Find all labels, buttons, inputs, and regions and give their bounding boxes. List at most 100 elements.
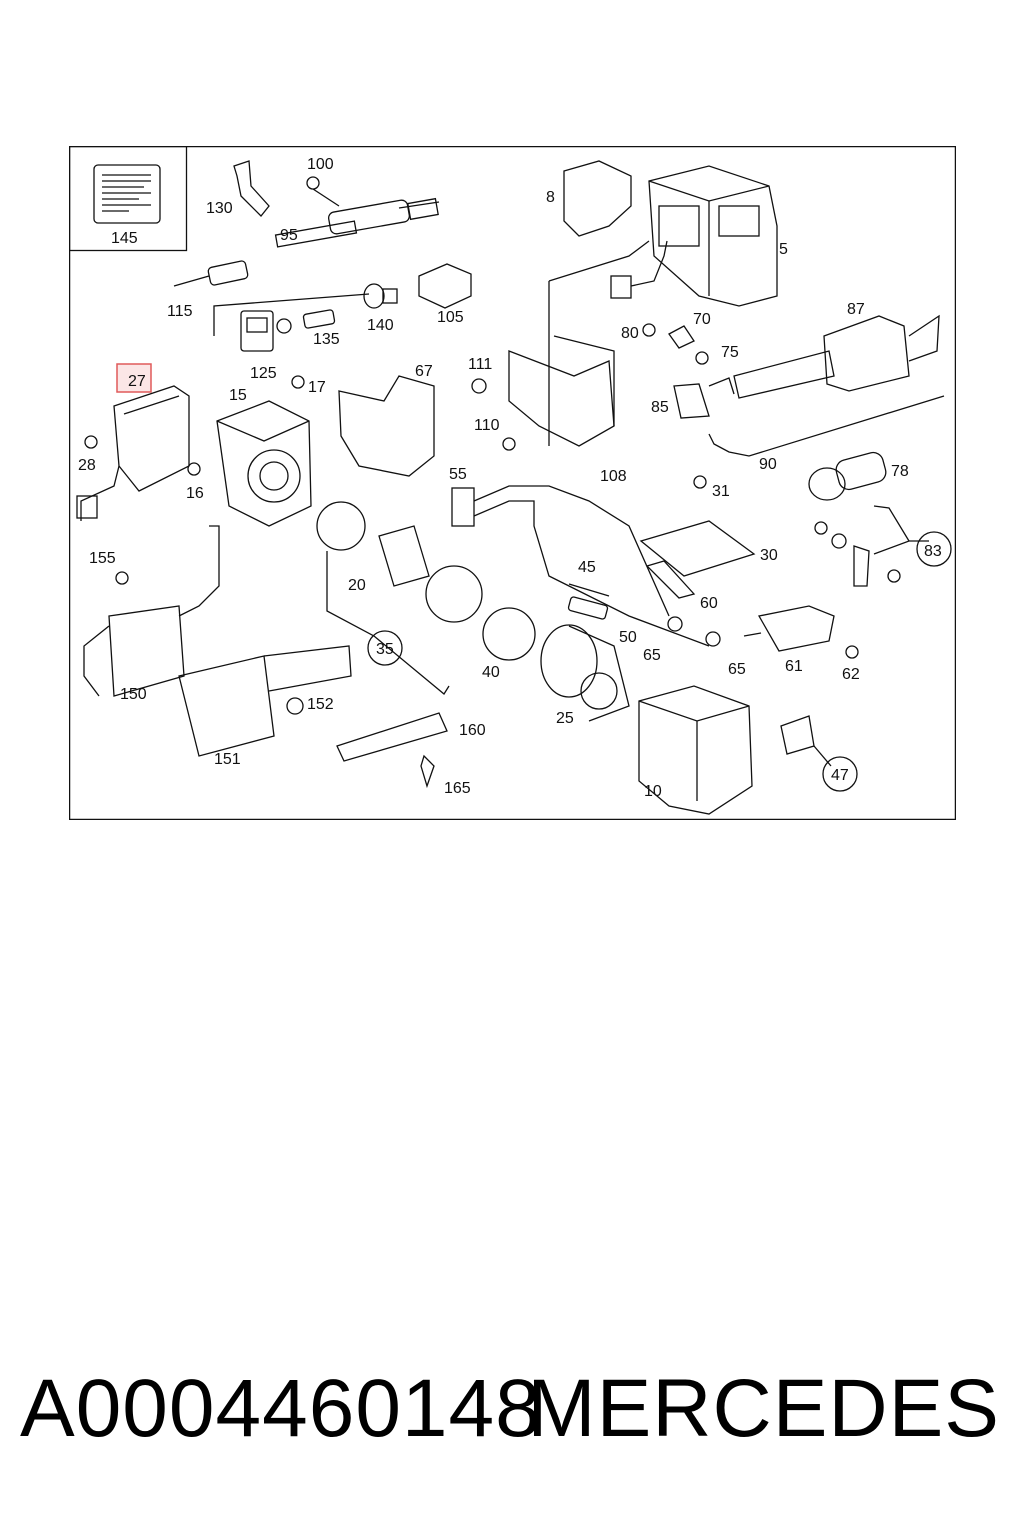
screw-31 xyxy=(693,475,707,489)
clamp-85 xyxy=(673,383,710,419)
parts-83 xyxy=(814,521,901,587)
cap-62 xyxy=(845,645,859,659)
label-47: 47 xyxy=(831,767,849,784)
fittings-47 xyxy=(780,715,815,755)
callout-circle-35 xyxy=(367,630,403,666)
label-50: 50 xyxy=(619,629,637,646)
label-90: 90 xyxy=(759,456,777,473)
heater-unit-5 xyxy=(648,165,778,307)
label-105: 105 xyxy=(437,309,464,326)
harness-line xyxy=(548,240,650,282)
label-5: 5 xyxy=(779,241,788,258)
plug-105 xyxy=(418,263,472,309)
label-80: 80 xyxy=(621,325,639,342)
nut-100 xyxy=(306,176,320,190)
bracket-130 xyxy=(233,160,270,217)
connector-plug xyxy=(610,275,632,299)
bracket-27 xyxy=(113,385,190,492)
clip-165 xyxy=(420,754,435,789)
bracket-108 xyxy=(508,350,615,447)
bolt-110 xyxy=(502,437,516,451)
label-111: 111 xyxy=(468,356,492,373)
plate-20 xyxy=(316,501,366,551)
label-155: 155 xyxy=(89,550,116,567)
muffler-150 xyxy=(83,525,220,697)
burner-25 xyxy=(540,624,630,722)
grommet-140 xyxy=(363,283,385,309)
label-20: 20 xyxy=(348,577,366,594)
label-140: 140 xyxy=(367,317,394,334)
label-110: 110 xyxy=(474,417,500,434)
label-65a: 65 xyxy=(643,647,661,664)
bolt-65b xyxy=(705,631,721,647)
bracket-60 xyxy=(645,560,696,599)
callout-circle-47 xyxy=(822,756,858,792)
housing-15 xyxy=(216,400,312,527)
label-115: 115 xyxy=(167,303,193,320)
label-145: 145 xyxy=(111,230,138,247)
label-8: 8 xyxy=(546,189,555,206)
hose-muffler-87 xyxy=(733,314,940,399)
bolt-65a xyxy=(667,616,683,632)
label-40: 40 xyxy=(482,664,500,681)
label-60: 60 xyxy=(700,595,718,612)
label-160: 160 xyxy=(459,722,486,739)
screw-17 xyxy=(291,375,305,389)
exploded-parts-diagram: 145 130 100 95 115 125 135 140 105 8 5 8… xyxy=(69,146,956,820)
label-10: 10 xyxy=(644,783,662,800)
shield-67 xyxy=(338,375,435,477)
label-75: 75 xyxy=(721,344,739,361)
label-28: 28 xyxy=(78,457,96,474)
label-16: 16 xyxy=(186,485,204,502)
label-27: 27 xyxy=(128,373,146,390)
nut-152 xyxy=(286,697,304,715)
label-130: 130 xyxy=(206,200,233,217)
housing-10 xyxy=(638,685,753,815)
bolt-28 xyxy=(84,435,98,449)
manual-document-icon xyxy=(93,164,161,224)
label-85: 85 xyxy=(651,399,669,416)
fuel-line-95 xyxy=(274,197,440,248)
label-152: 152 xyxy=(307,696,334,713)
pump-61 xyxy=(757,605,835,652)
callout-circle-83 xyxy=(916,531,952,567)
label-165: 165 xyxy=(444,780,471,797)
brand-name: MERCEDES xyxy=(527,1363,1000,1454)
label-35: 35 xyxy=(376,641,394,658)
sensor-50 xyxy=(567,596,609,620)
sensor-115 xyxy=(173,260,249,287)
cover-8 xyxy=(563,160,632,237)
gasket-40 xyxy=(482,607,536,661)
pump-78 xyxy=(808,451,887,501)
label-95: 95 xyxy=(280,227,298,244)
label-135: 135 xyxy=(313,331,340,348)
pipe-160 xyxy=(336,712,448,762)
nut-111 xyxy=(471,378,487,394)
label-78: 78 xyxy=(891,463,909,480)
label-62: 62 xyxy=(842,666,860,683)
label-151: 151 xyxy=(214,751,241,768)
label-67: 67 xyxy=(415,363,433,380)
label-31: 31 xyxy=(712,483,730,500)
parts-diagram-svg: 145 130 100 95 115 125 135 140 105 8 5 8… xyxy=(69,146,956,820)
label-15: 15 xyxy=(229,387,247,404)
manual-box xyxy=(69,146,188,252)
sensor-45 xyxy=(568,583,610,597)
label-25: 25 xyxy=(556,710,574,727)
label-45: 45 xyxy=(578,559,596,576)
label-70: 70 xyxy=(693,311,711,328)
diagram-border xyxy=(69,146,956,820)
cable-90 xyxy=(708,395,945,457)
clamp-70 xyxy=(668,325,695,349)
burner-20 xyxy=(378,525,430,587)
label-100: 100 xyxy=(307,156,334,173)
clip-135 xyxy=(302,309,336,329)
label-61: 61 xyxy=(785,658,803,675)
label-150: 150 xyxy=(120,686,147,703)
part-number: A0004460148 xyxy=(20,1363,542,1454)
label-17: 17 xyxy=(308,379,326,396)
muffler-151 xyxy=(178,645,352,757)
label-55: 55 xyxy=(449,466,467,483)
label-87: 87 xyxy=(847,301,865,318)
label-30: 30 xyxy=(760,547,778,564)
